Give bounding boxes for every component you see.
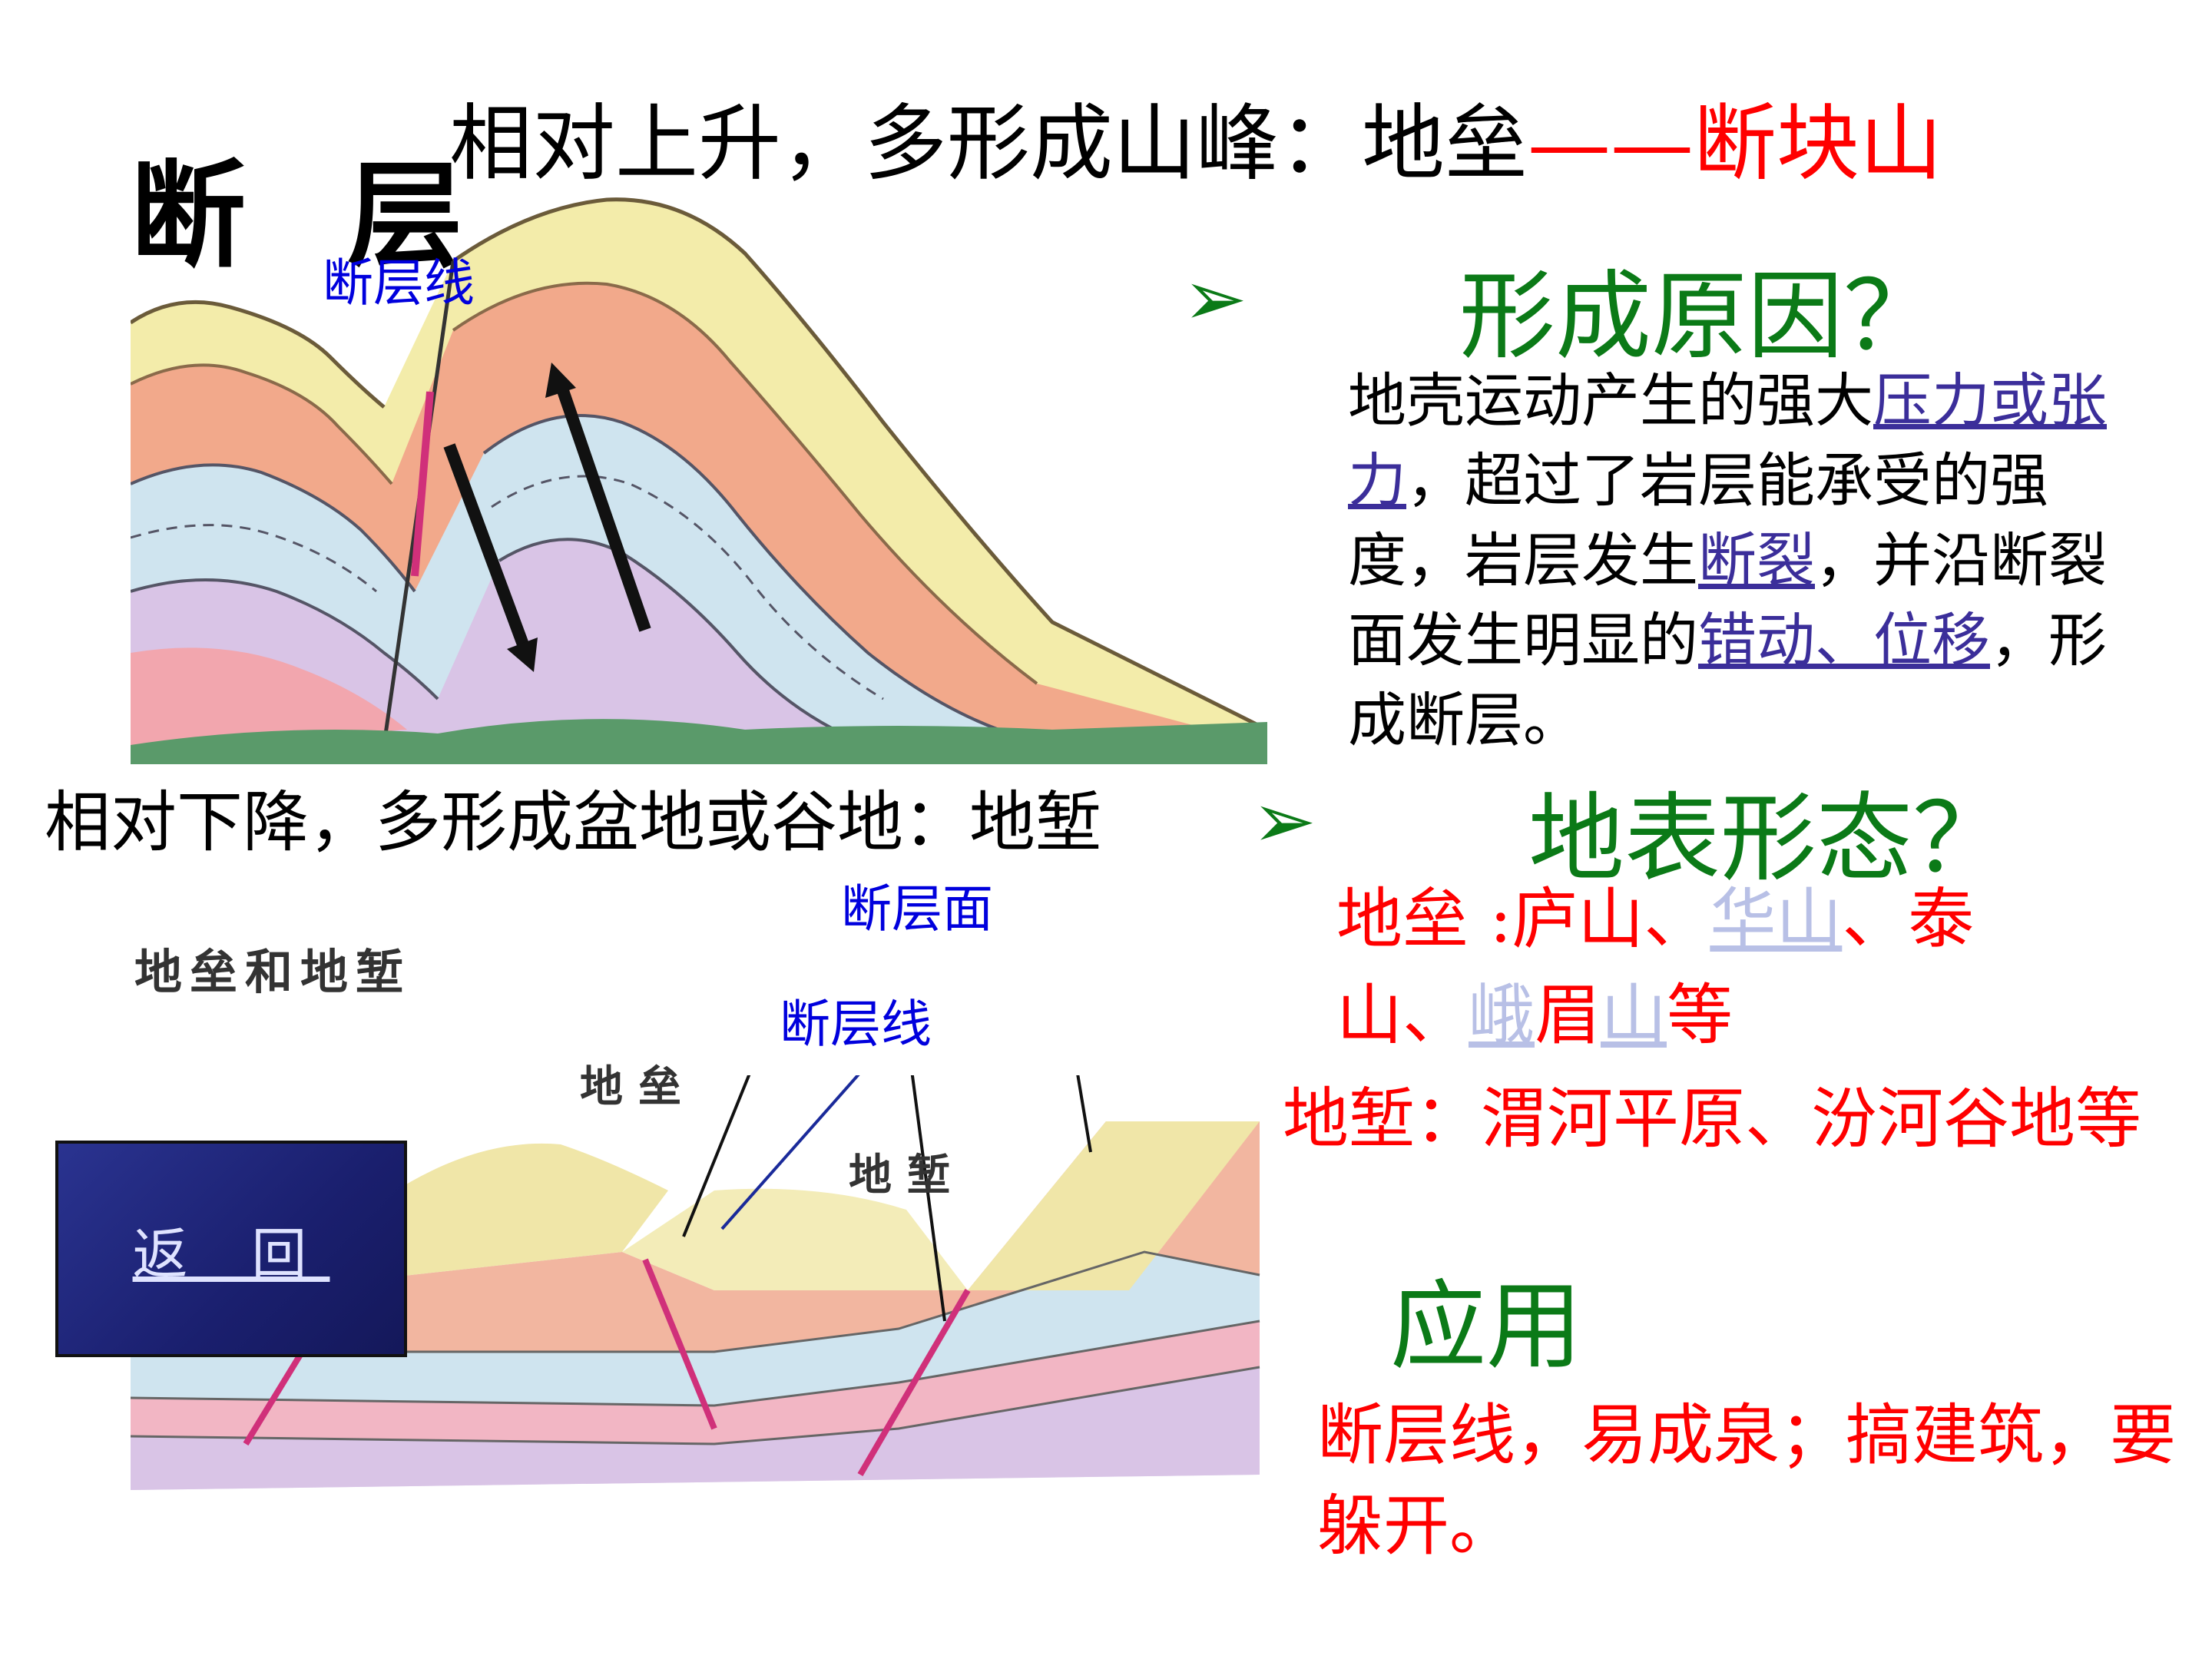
cause-text-2: ，超过了岩层能承受的强度，岩层发生 xyxy=(1348,446,2048,594)
link-shan[interactable]: 山 xyxy=(1601,977,1667,1054)
cause-text-3: ，并沿断裂面发生明显的 xyxy=(1348,526,2107,674)
top-line: 相对上升，多形成山峰：地垒——断块山 xyxy=(449,77,1942,197)
cause-paragraph: 地壳运动产生的强大压力或张力，超过了岩层能承受的强度，岩层发生断裂，并沿断裂面发… xyxy=(1348,361,2116,760)
heading-use: 应用 xyxy=(1390,1271,1582,1382)
heading-cause: 形成原因？ xyxy=(1459,261,1939,373)
link-huashan[interactable]: 华山 xyxy=(1710,881,1843,958)
return-button-label: 返 回 xyxy=(132,1221,330,1286)
bullet-form-icon: ➢ xyxy=(1252,776,1316,866)
return-button[interactable]: 返 回 xyxy=(55,1141,407,1357)
graben-examples: 地堑：渭河平原、汾河谷地等 xyxy=(1283,1081,2141,1157)
link-pressure-tension[interactable]: 压力或张力 xyxy=(1348,366,2107,515)
horst-text-e: 眉 xyxy=(1535,977,1601,1054)
fault-mountain-diagram xyxy=(131,197,1267,764)
horst-text-g: 等 xyxy=(1667,977,1733,1054)
cause-text-1: 地壳运动产生的强大 xyxy=(1348,366,1873,435)
label-fault-plane: 断层面 xyxy=(841,879,993,939)
top-line-red: ——断块山 xyxy=(1528,96,1943,192)
link-fracture[interactable]: 断裂 xyxy=(1698,526,1815,594)
bullet-cause-icon: ➢ xyxy=(1183,253,1247,343)
upper-fault-line-label: 断层线 xyxy=(323,253,475,313)
horst-text-a: 地垒 :庐山、 xyxy=(1336,881,1710,958)
label-fault-line-lower: 断层线 xyxy=(780,995,932,1054)
cause-text-4: ，形成断层。 xyxy=(1348,606,2107,754)
link-displacement[interactable]: 错动、位移 xyxy=(1698,606,1990,674)
top-line-black: 相对上升，多形成山峰：地垒 xyxy=(449,96,1528,192)
heading-form: 地表形态？ xyxy=(1528,783,2008,895)
slide-title: 断 层 xyxy=(131,150,494,283)
label-graben: 地堑 xyxy=(849,1151,965,1200)
label-horst: 地垒 xyxy=(580,1062,697,1112)
horst-text-c: 、泰山、 xyxy=(1336,881,1975,1054)
horst-examples: 地垒 :庐山、华山、泰山、峨眉山等 xyxy=(1336,872,2089,1064)
use-text: 断层线，易成泉；搞建筑，要躲开。 xyxy=(1317,1397,2176,1565)
lower-diagram-caption: 地垒和地堑 xyxy=(134,944,412,1000)
middle-line: 相对下降，多形成盆地或谷地：地堑 xyxy=(45,784,1101,861)
link-e[interactable]: 峨 xyxy=(1469,977,1535,1054)
